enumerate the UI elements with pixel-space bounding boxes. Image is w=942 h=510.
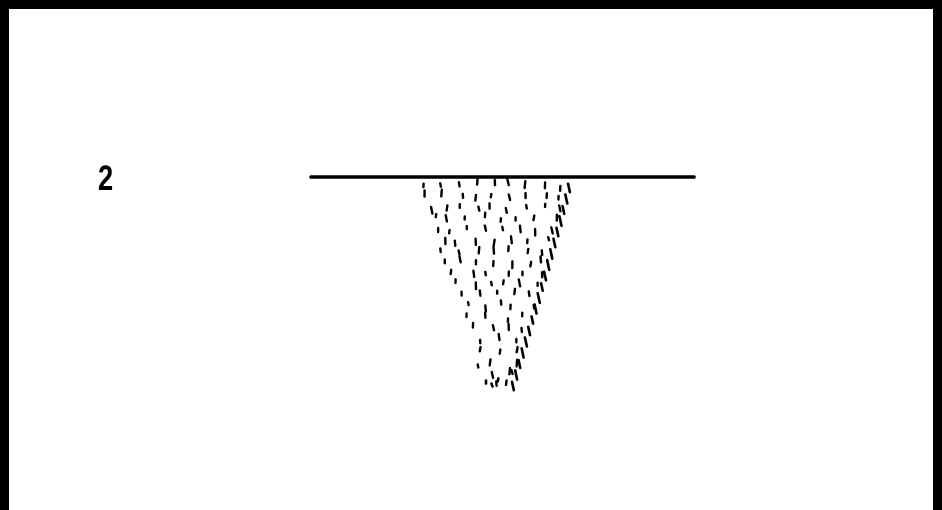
plume-dot xyxy=(490,359,491,365)
plume-dot xyxy=(499,334,500,340)
plume-dot xyxy=(534,216,535,221)
plume-dot xyxy=(478,207,479,211)
plume-dot xyxy=(503,280,504,284)
plume-dot xyxy=(528,327,530,335)
plume-dot xyxy=(530,262,531,267)
plume-dot xyxy=(511,236,512,243)
plume-dot xyxy=(529,291,530,296)
plume-dot xyxy=(525,338,527,347)
plume-dot xyxy=(519,360,521,368)
plume-dot xyxy=(559,216,561,226)
plume-dot xyxy=(485,226,486,231)
plume-dot xyxy=(449,230,450,233)
plume-dot xyxy=(525,181,526,188)
plume-dot xyxy=(475,195,476,201)
plume-dot xyxy=(479,247,480,253)
plume-dot xyxy=(509,195,510,200)
plume-dot xyxy=(459,251,460,255)
plume-dot xyxy=(551,227,552,233)
plume-dot xyxy=(480,347,481,351)
plume-dot xyxy=(468,302,469,305)
plume-dot xyxy=(550,249,552,258)
plume-dot xyxy=(519,280,520,287)
plume-dot xyxy=(440,183,441,186)
plume-dot xyxy=(485,305,486,311)
plume-dot xyxy=(491,282,492,285)
plume-dot xyxy=(492,372,493,378)
dotted-cone-plume xyxy=(423,179,570,391)
plume-dot xyxy=(506,380,507,385)
plume-dot xyxy=(520,226,521,233)
plume-dot xyxy=(514,289,515,294)
plume-dot xyxy=(509,368,510,374)
plume-dot xyxy=(506,208,507,213)
plume-dot xyxy=(500,350,501,354)
plume-dot xyxy=(568,184,570,192)
plume-dot xyxy=(480,290,481,295)
plume-dot xyxy=(557,228,559,236)
plume-dot xyxy=(460,257,461,263)
plume-dot xyxy=(541,283,543,290)
plume-dot xyxy=(431,207,432,214)
plume-dot xyxy=(526,205,527,208)
plume-dot xyxy=(559,206,560,212)
plume-dot xyxy=(498,379,499,382)
plume-dot xyxy=(563,206,565,214)
plume-dot xyxy=(478,365,479,368)
plume-dot xyxy=(492,384,493,387)
plume-dot xyxy=(494,240,495,246)
plume-dot xyxy=(446,215,447,221)
plume-dot xyxy=(535,305,537,314)
plume-dot xyxy=(528,249,529,253)
plume-dot xyxy=(502,227,503,230)
plume-dot xyxy=(455,241,456,246)
plume-dot xyxy=(512,382,514,390)
plume-dot xyxy=(515,370,517,379)
plume-dot xyxy=(491,194,492,197)
plume-dot xyxy=(547,260,549,270)
plume-dot xyxy=(441,190,442,197)
plume-dot xyxy=(494,247,495,254)
plume-dot xyxy=(447,205,448,210)
plume-dot xyxy=(538,293,540,303)
plume-dot xyxy=(485,272,486,275)
plume-dot xyxy=(451,270,452,274)
plume-dot xyxy=(517,360,518,367)
plume-dot xyxy=(565,195,567,204)
plume-dot xyxy=(532,316,534,323)
plume-dot xyxy=(436,214,437,217)
plume-dot xyxy=(459,182,460,186)
plume-dot xyxy=(548,237,549,240)
plume-dot xyxy=(554,239,556,247)
plume-dot xyxy=(522,348,524,357)
plume-dot xyxy=(493,325,494,330)
plume-dot xyxy=(541,257,542,263)
plume-dot xyxy=(473,271,474,277)
plume-dot xyxy=(544,272,546,281)
plume-dot xyxy=(517,347,518,352)
plume-dot xyxy=(512,370,513,374)
plume-dot xyxy=(507,179,509,186)
